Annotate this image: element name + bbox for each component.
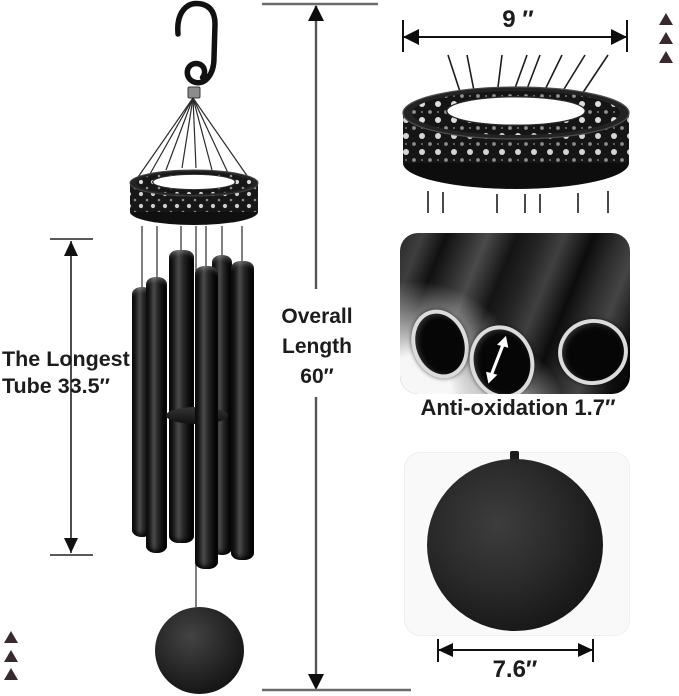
disc-hanger-nub xyxy=(510,451,519,462)
arrowhead-left xyxy=(438,643,453,657)
hoop-width-dimension-arrow xyxy=(402,20,628,52)
overall-length-label-line2: Length xyxy=(282,335,352,358)
arrowhead-up xyxy=(64,241,78,256)
arrowhead-right xyxy=(611,29,627,45)
chime-tube-longest xyxy=(195,266,218,569)
hoop-top-face-lace xyxy=(136,172,252,194)
disc-diameter-label: 7.6″ xyxy=(492,656,538,683)
bore-diameter-arrow xyxy=(486,335,509,384)
overall-length-label: Overall Length 60″ xyxy=(256,302,378,392)
disc-diameter-dimension-arrow xyxy=(437,639,594,662)
chime-tube xyxy=(169,250,194,543)
triangle-up-icon xyxy=(659,13,673,25)
upper-string-fan xyxy=(135,97,251,181)
hoop-width-label: 9 ″ xyxy=(502,6,534,33)
anti-oxidation-label: Anti-oxidation 1.7″ xyxy=(420,395,616,420)
hoop-lower-strings xyxy=(427,191,609,213)
arrowhead-up-right xyxy=(497,335,509,348)
hoop-top-face-lace xyxy=(412,91,620,135)
arrowhead-right xyxy=(578,643,593,657)
wind-catcher-disc xyxy=(427,459,603,631)
overall-length-dimension-arrow xyxy=(262,2,411,692)
triangle-up-icon xyxy=(659,32,673,44)
hook-path xyxy=(175,0,218,86)
dimension-line xyxy=(489,342,506,378)
chime-tube xyxy=(231,261,254,560)
s-hook-icon xyxy=(175,0,218,99)
arrowhead-up xyxy=(308,5,324,21)
hook-ferrule xyxy=(187,86,201,99)
decorative-hoop xyxy=(129,169,259,225)
longest-tube-label-line2: Tube 33.5″ xyxy=(2,374,110,398)
arrowhead-left xyxy=(403,29,419,45)
arrowhead-down xyxy=(308,674,324,690)
triangle-up-icon xyxy=(4,650,18,662)
arrowhead-down-left xyxy=(486,371,498,384)
longest-tube-label: The Longest Tube 33.5″ xyxy=(2,346,142,400)
chime-tube xyxy=(146,277,167,553)
triangle-up-icon xyxy=(4,631,18,643)
longest-tube-label-line1: The Longest xyxy=(2,347,130,371)
hoop-inner-opening xyxy=(152,174,236,190)
triangle-up-icon xyxy=(4,668,18,680)
arrowhead-down xyxy=(64,538,78,553)
tube-open-end-with-arrow xyxy=(461,317,543,394)
wind-catcher-ball xyxy=(155,607,244,694)
overall-length-label-line1: Overall xyxy=(281,305,353,328)
longest-tube-dimension-arrow xyxy=(50,238,93,556)
hoop-closeup xyxy=(402,54,630,213)
tube-closeup-photo xyxy=(400,233,630,394)
hoop-inner-opening xyxy=(446,96,586,126)
triangle-up-icon xyxy=(659,51,673,63)
overall-length-label-line3: 60″ xyxy=(300,365,334,388)
